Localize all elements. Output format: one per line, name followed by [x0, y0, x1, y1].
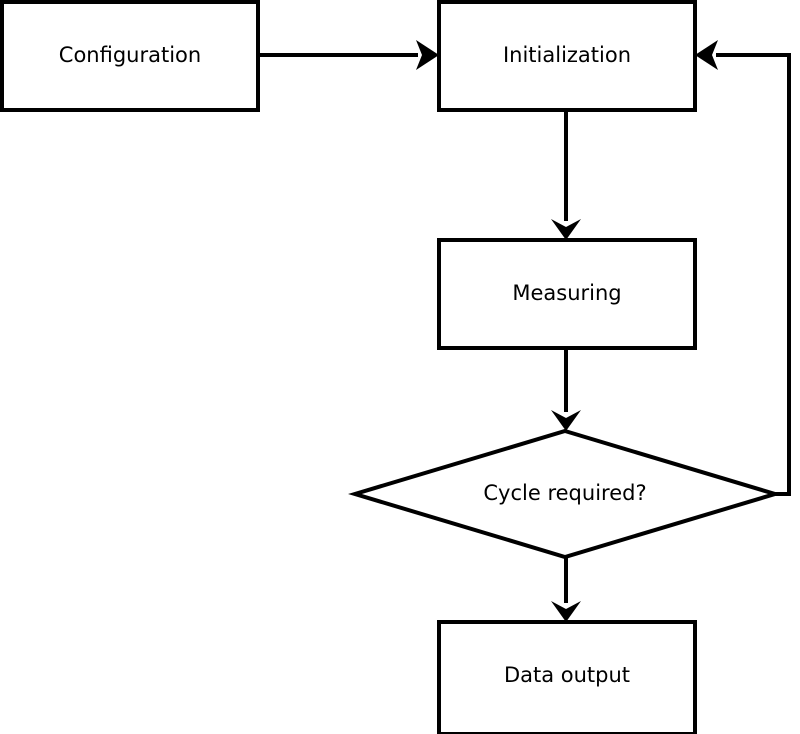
node-cycle-required-label: Cycle required?	[483, 481, 646, 505]
node-configuration-shape[interactable]	[0, 0, 260, 112]
node-data-output[interactable]: Data output	[437, 620, 697, 734]
node-data-output-shape[interactable]	[437, 620, 697, 734]
node-configuration[interactable]: Configuration	[0, 0, 260, 112]
node-measuring[interactable]: Measuring	[437, 238, 697, 350]
edge-configuration-to-initialization	[258, 40, 439, 70]
arrowhead-icon	[551, 219, 581, 240]
node-cycle-required-shape[interactable]	[348, 428, 782, 560]
edge-initialization-to-measuring	[551, 110, 581, 240]
edge-cycle-required-to-initialization-feedback	[695, 40, 791, 496]
node-cycle-required[interactable]: Cycle required?	[348, 428, 782, 560]
node-measuring-shape[interactable]	[437, 238, 697, 350]
node-measuring-label: Measuring	[512, 281, 621, 305]
node-configuration-label: Configuration	[59, 43, 201, 67]
edge-line	[716, 53, 791, 496]
node-initialization-label: Initialization	[503, 43, 631, 67]
edge-measuring-to-cycle-required	[551, 348, 581, 431]
arrowhead-icon	[695, 40, 718, 70]
node-initialization-shape[interactable]	[437, 0, 697, 112]
arrowhead-icon	[551, 601, 581, 622]
node-initialization[interactable]: Initialization	[437, 0, 697, 112]
node-data-output-label: Data output	[504, 663, 630, 687]
arrowhead-icon	[551, 410, 581, 431]
edge-cycle-required-to-data-output	[551, 557, 581, 622]
arrowhead-icon	[416, 40, 439, 70]
